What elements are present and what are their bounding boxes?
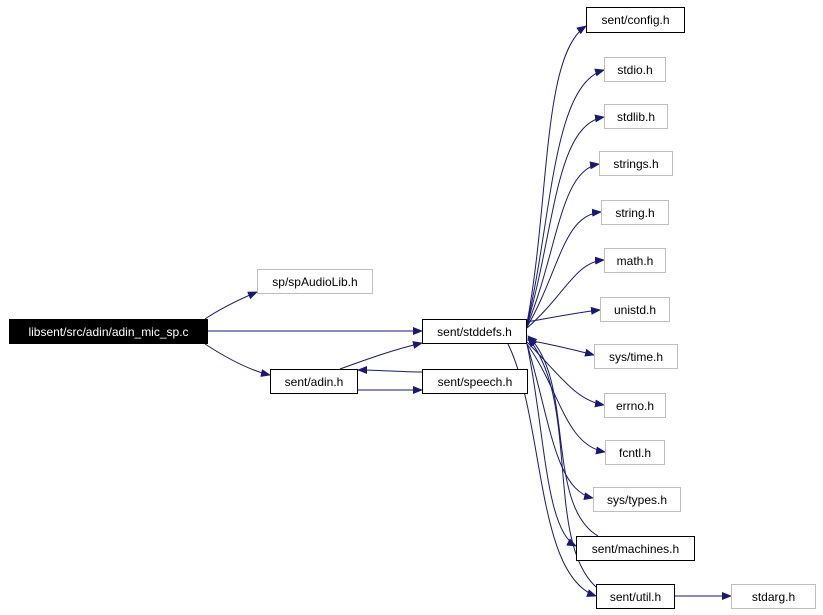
edge-machines-to-stddefs — [527, 335, 599, 537]
node-label: sys/time.h — [608, 349, 663, 364]
node-label: sent/adin.h — [284, 374, 344, 389]
node-label: string.h — [615, 205, 655, 220]
node-stdio[interactable]: stdio.h — [604, 57, 666, 82]
edge-stddefs-to-systypes — [526, 343, 594, 501]
node-root[interactable]: libsent/src/adin/adin_mic_sp.c — [9, 319, 208, 344]
node-errno[interactable]: errno.h — [604, 393, 666, 418]
edge-stddefs-to-stdlib — [526, 114, 605, 326]
edge-stddefs-to-machines — [526, 343, 577, 547]
node-fcntl[interactable]: fcntl.h — [605, 440, 665, 465]
node-config[interactable]: sent/config.h — [586, 7, 685, 33]
node-label: sys/types.h — [606, 492, 668, 507]
node-label: sent/util.h — [609, 589, 662, 604]
edge-util-to-stddefs — [527, 337, 597, 588]
edge-stddefs-to-errno — [526, 341, 605, 408]
node-label: math.h — [616, 253, 654, 268]
node-machines[interactable]: sent/machines.h — [576, 536, 695, 561]
node-label: strings.h — [613, 156, 659, 171]
edge-stddefs-to-config — [526, 25, 587, 324]
node-label: sent/machines.h — [591, 541, 680, 556]
edge-stddefs-to-math — [526, 256, 605, 329]
node-strings[interactable]: strings.h — [599, 151, 673, 176]
node-label: sp/spAudioLib.h — [272, 274, 358, 289]
edge-adin-to-stddefs — [339, 341, 423, 370]
node-adin[interactable]: sent/adin.h — [270, 369, 358, 394]
node-speech[interactable]: sent/speech.h — [422, 369, 528, 394]
node-util[interactable]: sent/util.h — [596, 584, 675, 609]
node-stdlib[interactable]: stdlib.h — [604, 104, 668, 129]
node-label: stdlib.h — [616, 109, 656, 124]
node-label: sent/config.h — [601, 13, 670, 27]
node-label: stdio.h — [617, 62, 653, 77]
node-label: sent/stddefs.h — [437, 324, 512, 339]
node-label: errno.h — [615, 398, 655, 413]
edge-speech-to-adin — [357, 366, 423, 375]
node-label: unistd.h — [613, 302, 657, 317]
edge-stddefs-to-strings — [526, 161, 600, 327]
node-stddefs[interactable]: sent/stddefs.h — [422, 319, 527, 344]
node-unistd[interactable]: unistd.h — [600, 297, 670, 322]
node-math[interactable]: math.h — [604, 248, 666, 273]
node-stdarg[interactable]: stdarg.h — [731, 584, 816, 609]
edge-stddefs-to-unistd — [526, 306, 601, 323]
edge-root-to-spaudiolib — [204, 291, 258, 320]
edge-stddefs-to-string — [526, 208, 602, 328]
node-string[interactable]: string.h — [601, 200, 669, 225]
node-label: libsent/src/adin/adin_mic_sp.c — [28, 324, 189, 339]
edge-root-to-adin — [204, 343, 271, 377]
node-systypes[interactable]: sys/types.h — [593, 487, 681, 512]
edge-stddefs-to-stdio — [526, 68, 605, 325]
node-spaudiolib[interactable]: sp/spAudioLib.h — [257, 269, 373, 294]
node-systime[interactable]: sys/time.h — [594, 344, 678, 369]
node-label: fcntl.h — [618, 445, 651, 460]
node-label: sent/speech.h — [437, 374, 513, 389]
node-label: stdarg.h — [751, 589, 796, 604]
edge-stddefs-to-fcntl — [526, 343, 606, 455]
